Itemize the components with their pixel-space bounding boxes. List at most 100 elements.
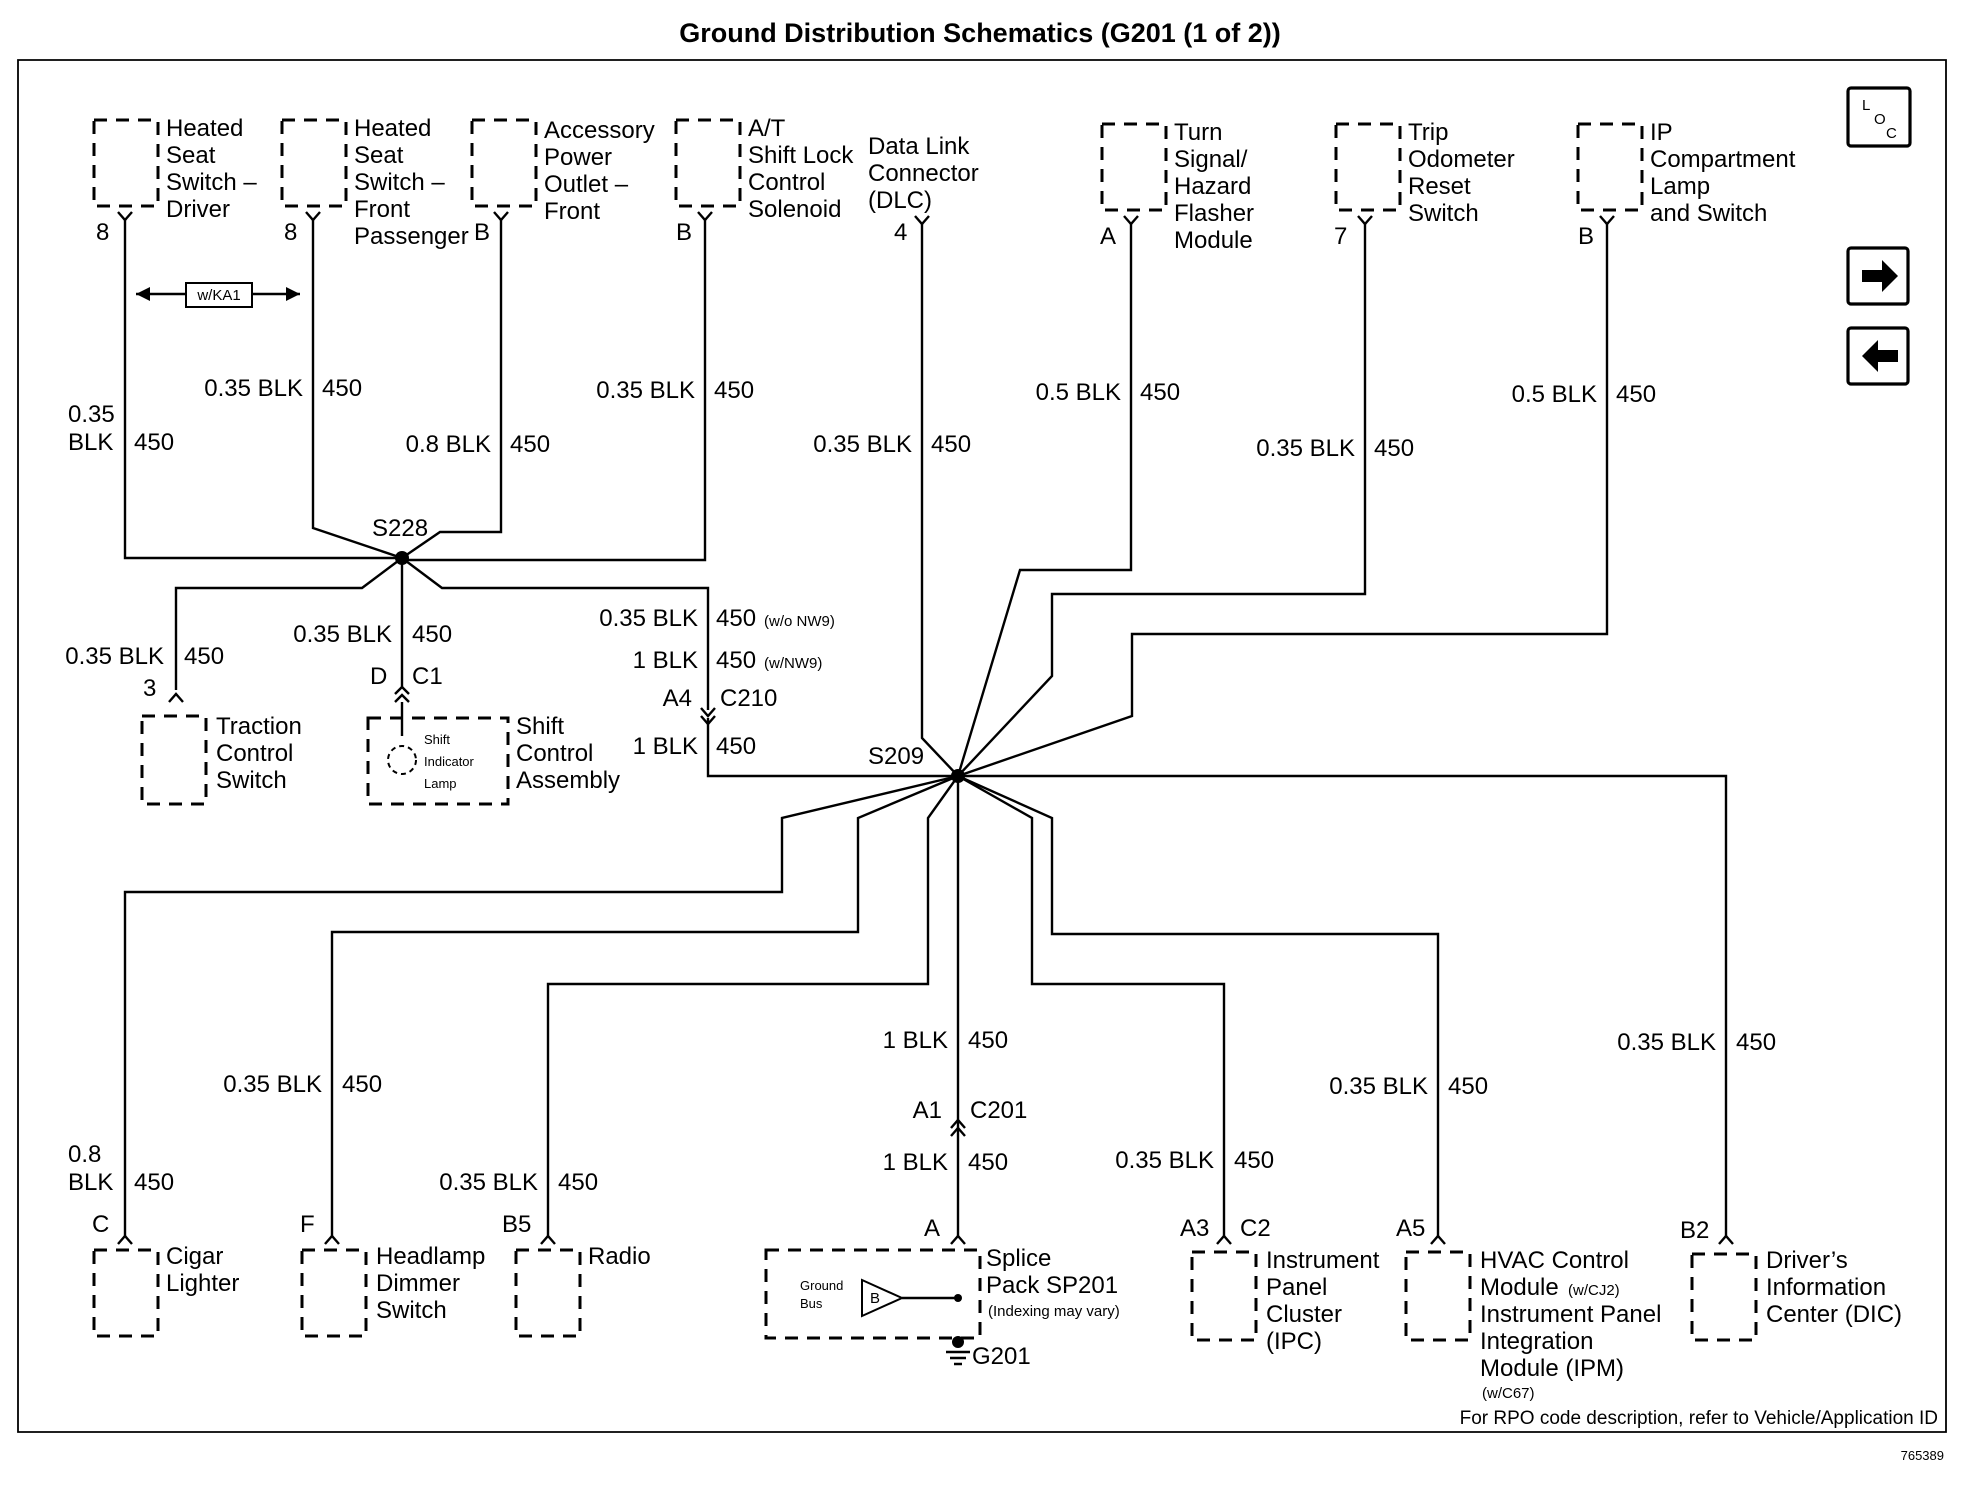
svg-text:Indicator: Indicator xyxy=(424,754,475,769)
svg-text:0.35 BLK: 0.35 BLK xyxy=(223,1071,322,1098)
headlamp-dimmer-box xyxy=(300,1248,368,1338)
traction-control-switch: 0.35 BLK 450 3 Traction Control Switch xyxy=(65,643,302,806)
svg-text:B: B xyxy=(1578,223,1594,250)
next-page-arrow-icon[interactable] xyxy=(1846,246,1910,306)
svg-text:Center (DIC): Center (DIC) xyxy=(1766,1301,1902,1328)
svg-text:Seat: Seat xyxy=(354,142,404,169)
svg-text:Lamp: Lamp xyxy=(424,776,457,791)
svg-text:Solenoid: Solenoid xyxy=(748,196,841,223)
svg-text:0.35 BLK: 0.35 BLK xyxy=(1329,1073,1428,1100)
wire-hvac-module xyxy=(957,774,1440,1236)
svg-text:Instrument Panel: Instrument Panel xyxy=(1480,1301,1661,1328)
svg-text:450: 450 xyxy=(931,431,971,458)
svg-text:0.35 BLK: 0.35 BLK xyxy=(1617,1029,1716,1056)
svg-text:0.35 BLK: 0.35 BLK xyxy=(65,643,164,670)
svg-text:D: D xyxy=(370,663,387,690)
wire-traction-control xyxy=(174,557,403,690)
svg-text:Lighter: Lighter xyxy=(166,1270,239,1297)
location-icon[interactable]: L O C xyxy=(1846,86,1912,148)
svg-text:450: 450 xyxy=(716,647,756,674)
trip-odometer-switch-box xyxy=(1334,122,1402,212)
radio-label: Radio xyxy=(588,1243,651,1270)
svg-text:Data Link: Data Link xyxy=(868,133,970,160)
svg-text:(w/o NW9): (w/o NW9) xyxy=(764,613,835,630)
svg-text:A4: A4 xyxy=(663,685,692,712)
top-wire-labels: 0.35 BLK 450 0.35 BLK 450 0.8 BLK 450 0.… xyxy=(68,375,1656,462)
svg-text:B5: B5 xyxy=(502,1211,531,1238)
cigar-lighter-box xyxy=(92,1248,160,1338)
svg-text:1 BLK: 1 BLK xyxy=(883,1027,948,1054)
svg-text:Headlamp: Headlamp xyxy=(376,1243,485,1270)
svg-text:(w/CJ2): (w/CJ2) xyxy=(1568,1282,1620,1299)
svg-text:Passenger: Passenger xyxy=(354,223,469,250)
svg-text:L: L xyxy=(1862,97,1870,114)
svg-text:Switch: Switch xyxy=(216,767,287,794)
svg-text:O: O xyxy=(1874,111,1886,128)
top-component-boxes xyxy=(92,118,1644,212)
svg-text:450: 450 xyxy=(716,733,756,760)
svg-text:Turn: Turn xyxy=(1174,119,1222,146)
svg-text:Assembly: Assembly xyxy=(516,767,620,794)
cigar-lighter-label: Cigar Lighter xyxy=(166,1243,239,1297)
wire-instrument-cluster xyxy=(957,774,1226,1236)
wire-to-c210 xyxy=(401,557,710,710)
svg-text:Signal/: Signal/ xyxy=(1174,146,1248,173)
ip-compartment-lamp-label: IP Compartment Lamp and Switch xyxy=(1650,119,1796,227)
ip-compartment-lamp-box xyxy=(1576,122,1644,212)
lower-wires xyxy=(123,774,1728,1236)
heated-seat-switch-passenger-box xyxy=(280,118,348,208)
svg-text:0.35 BLK: 0.35 BLK xyxy=(596,377,695,404)
svg-text:Flasher: Flasher xyxy=(1174,200,1254,227)
shift-control-assembly: 0.35 BLK 450 D C1 Shift Indicator Lamp S… xyxy=(293,621,620,806)
svg-text:450: 450 xyxy=(1374,435,1414,462)
svg-text:0.5 BLK: 0.5 BLK xyxy=(1036,379,1121,406)
svg-text:450: 450 xyxy=(184,643,224,670)
svg-text:(w/C67): (w/C67) xyxy=(1482,1385,1535,1402)
svg-text:B: B xyxy=(474,219,490,246)
svg-text:Driver’s: Driver’s xyxy=(1766,1247,1848,1274)
wire-driver-info-center xyxy=(958,774,1728,1236)
svg-text:Control: Control xyxy=(516,740,593,767)
bottom-terminal-marks xyxy=(117,1234,1734,1245)
svg-text:B: B xyxy=(676,219,692,246)
previous-page-arrow-icon[interactable] xyxy=(1846,326,1910,386)
svg-text:Outlet –: Outlet – xyxy=(544,171,629,198)
svg-text:450: 450 xyxy=(968,1149,1008,1176)
svg-text:S209: S209 xyxy=(868,743,924,770)
svg-text:450: 450 xyxy=(342,1071,382,1098)
svg-text:Reset: Reset xyxy=(1408,173,1471,200)
svg-text:1 BLK: 1 BLK xyxy=(633,647,698,674)
svg-text:Lamp: Lamp xyxy=(1650,173,1710,200)
svg-text:450: 450 xyxy=(968,1027,1008,1054)
turn-signal-module-box xyxy=(1100,122,1168,212)
svg-text:IP: IP xyxy=(1650,119,1673,146)
ground-g201-icon: G201 xyxy=(946,1336,1031,1370)
wire-radio xyxy=(546,775,959,1236)
diagram-frame xyxy=(17,59,1947,1433)
data-link-connector-label: Data Link Connector (DLC) xyxy=(868,133,979,214)
wire-cigar-lighter xyxy=(123,774,959,1236)
splice-s228: S228 xyxy=(372,515,428,565)
svg-text:Module (IPM): Module (IPM) xyxy=(1480,1355,1624,1382)
svg-text:(IPC): (IPC) xyxy=(1266,1328,1322,1355)
wire-heated-seat-passenger xyxy=(311,220,403,560)
svg-text:0.35: 0.35 xyxy=(68,401,115,428)
svg-text:450: 450 xyxy=(1234,1147,1274,1174)
svg-text:C210: C210 xyxy=(720,685,777,712)
svg-text:450: 450 xyxy=(1736,1029,1776,1056)
svg-text:Heated: Heated xyxy=(354,115,431,142)
svg-text:BLK: BLK xyxy=(68,429,113,456)
instrument-panel-cluster-label: Instrument Panel Cluster (IPC) xyxy=(1266,1247,1380,1355)
svg-text:Driver: Driver xyxy=(166,196,230,223)
svg-text:0.8: 0.8 xyxy=(68,1141,101,1168)
trip-odometer-reset-switch-label: Trip Odometer Reset Switch xyxy=(1408,119,1515,227)
top-pin-labels: 8 8 B B 4 A 7 B xyxy=(96,219,1594,250)
page-title: Ground Distribution Schematics (G201 (1 … xyxy=(679,18,1281,48)
svg-text:8: 8 xyxy=(96,219,109,246)
svg-text:0.35 BLK: 0.35 BLK xyxy=(813,431,912,458)
wire-headlamp-dimmer xyxy=(330,774,959,1236)
svg-text:B2: B2 xyxy=(1680,1217,1709,1244)
option-tag-w-ka1: w/KA1 xyxy=(136,282,300,308)
svg-text:Ground: Ground xyxy=(800,1278,843,1293)
svg-text:Switch: Switch xyxy=(376,1297,447,1324)
